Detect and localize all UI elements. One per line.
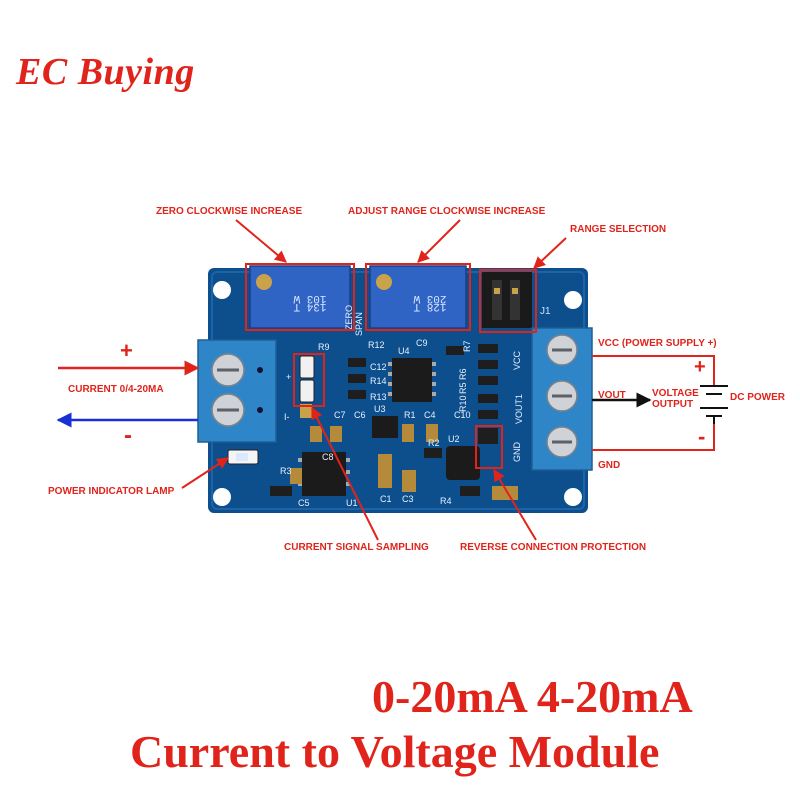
zero-trimmer: 103 W 134 T	[249, 265, 351, 329]
silk-r2: R2	[428, 438, 440, 448]
power-led	[227, 449, 259, 465]
input-wires	[56, 360, 200, 428]
silk-vcc: VCC	[512, 350, 522, 370]
label-reverse: REVERSE CONNECTION PROTECTION	[460, 542, 647, 553]
silk-span: SPAN	[354, 312, 364, 336]
silk-u1: U1	[346, 498, 358, 508]
label-dc-power: DC POWER	[730, 392, 785, 403]
silk-r1: R1	[404, 410, 416, 420]
svg-text:134 T: 134 T	[293, 300, 326, 312]
silk-r3: R3	[280, 466, 292, 476]
silk-c5: C5	[298, 498, 310, 508]
silk-c7: C7	[334, 410, 346, 420]
svg-text:128 T: 128 T	[413, 300, 446, 312]
silk-j1: J1	[540, 306, 551, 317]
power-minus-sign: -	[698, 424, 706, 449]
label-voltage-output: VOLTAGE OUTPUT	[652, 388, 699, 410]
input-plus-sign: +	[120, 338, 133, 363]
span-trimmer: 203 W 128 T	[369, 265, 467, 329]
silk-c3: C3	[402, 494, 414, 504]
silk-c1: C1	[380, 494, 392, 504]
silkscreen: ZERO SPAN R12 C12 R14 R13 U4 C9 R7 R6 R5…	[280, 305, 524, 508]
smd-components	[270, 344, 518, 500]
output-terminal	[531, 327, 593, 471]
silk-c8: C8	[322, 452, 334, 462]
label-zero: ZERO CLOCKWISE INCREASE	[156, 206, 303, 217]
silk-vout1: VOUT1	[514, 394, 524, 424]
label-power-lamp: POWER INDICATOR LAMP	[48, 486, 175, 497]
silk-u4: U4	[398, 346, 410, 356]
silk-r13: R13	[370, 392, 387, 402]
input-terminal	[197, 339, 277, 443]
callout-boxes	[245, 263, 537, 469]
label-vout: VOUT	[598, 390, 626, 401]
silk-r12: R12	[368, 340, 385, 350]
ic-u3	[372, 416, 398, 438]
svg-text:203 W: 203 W	[413, 292, 446, 304]
silk-r4: R4	[440, 496, 452, 506]
output-wiring	[592, 355, 728, 451]
input-minus-sign: -	[124, 422, 132, 449]
silk-c4: C4	[424, 410, 436, 420]
silk-u3: U3	[374, 404, 386, 414]
silk-c10: C10	[454, 410, 471, 420]
silk-in-plus: +	[286, 372, 291, 382]
silk-u2: U2	[448, 434, 460, 444]
product-title-line1: 0-20mA 4-20mA	[372, 671, 693, 722]
callout-arrows	[181, 219, 567, 541]
silk-r7: R7	[462, 340, 472, 352]
range-jumper: J1	[482, 272, 551, 328]
silk-r14: R14	[370, 376, 387, 386]
silk-gnd: GND	[512, 442, 522, 463]
silk-r9: R9	[318, 342, 330, 352]
label-vcc: VCC (POWER SUPPLY +)	[598, 338, 717, 349]
ic-u4	[388, 358, 436, 402]
svg-text:103 W: 103 W	[293, 292, 326, 304]
transistor-u2	[446, 446, 480, 480]
silk-in-minus: I-	[284, 412, 290, 422]
silk-c12: C12	[370, 362, 387, 372]
label-gnd: GND	[598, 460, 621, 471]
label-sampling: CURRENT SIGNAL SAMPLING	[284, 542, 429, 553]
brand-logo: EC Buying	[16, 51, 195, 93]
silk-zero: ZERO	[344, 305, 354, 330]
silk-c9: C9	[416, 338, 428, 348]
label-span: ADJUST RANGE CLOCKWISE INCREASE	[348, 206, 546, 217]
power-plus-sign: +	[694, 356, 706, 378]
silk-r6: R6	[458, 368, 468, 380]
ic-u1	[298, 452, 350, 496]
silk-r10: R10	[458, 395, 468, 412]
silk-c6: C6	[354, 410, 366, 420]
label-range: RANGE SELECTION	[570, 224, 667, 235]
label-current-in: CURRENT 0/4-20MA	[68, 384, 164, 395]
product-title-line2: Current to Voltage Module	[130, 726, 660, 777]
silk-r5: R5	[458, 382, 468, 394]
